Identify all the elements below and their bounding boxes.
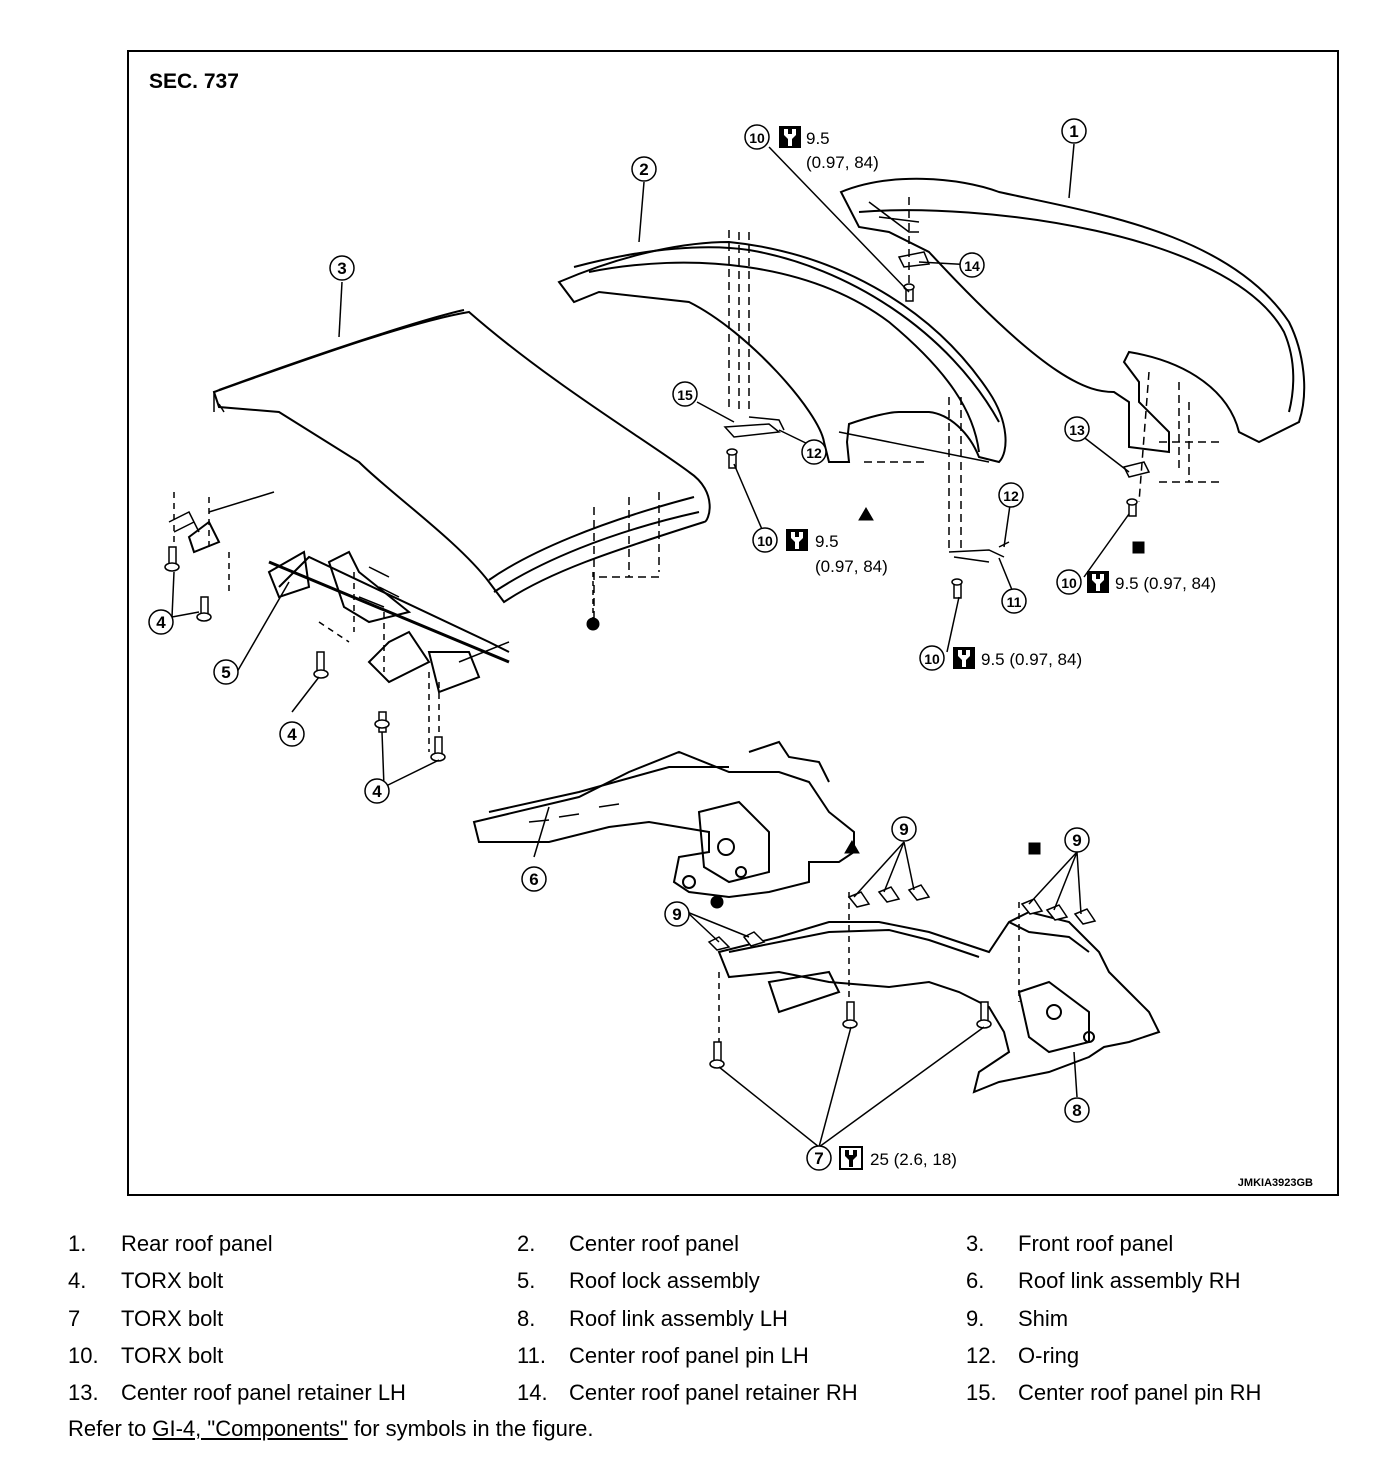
- callout-5: 5: [213, 659, 239, 685]
- torque-wrench-icon: [953, 647, 975, 669]
- diagram-canvas: SEC. 737 JMKIA3923GB: [148, 70, 1313, 1189]
- svg-text:4: 4: [372, 782, 382, 801]
- callouts: 1 2 3 4 4 4 5 6 7 8 9 9 9 10 10 10 10 11…: [148, 118, 1090, 1171]
- exploded-diagram: SEC. 737 JMKIA3923GB: [127, 50, 1339, 1196]
- square-marker-1: [1132, 541, 1145, 554]
- torque-1-line2: (0.97, 84): [806, 153, 879, 172]
- svg-text:13: 13: [1069, 422, 1085, 438]
- svg-text:10: 10: [1061, 575, 1077, 591]
- callout-4c: 4: [364, 778, 390, 804]
- torque-1-line1: 9.5: [806, 129, 830, 148]
- svg-text:8: 8: [1072, 1101, 1081, 1120]
- torx-bolts-10: [726, 283, 1138, 599]
- components-link[interactable]: GI-4, "Components": [152, 1416, 348, 1441]
- svg-text:12: 12: [1003, 488, 1019, 504]
- center-roof-panel: [557, 240, 1007, 464]
- roof-lock-assembly: [168, 491, 510, 694]
- callout-2: 2: [631, 156, 657, 182]
- refer-note: Refer to GI-4, "Components" for symbols …: [68, 1416, 594, 1442]
- svg-text:4: 4: [156, 613, 166, 632]
- callout-6: 6: [521, 866, 547, 892]
- svg-text:2: 2: [639, 160, 648, 179]
- refer-suffix: for symbols in the figure.: [347, 1416, 594, 1441]
- svg-text:10: 10: [749, 130, 765, 146]
- svg-text:9: 9: [899, 820, 908, 839]
- torque-wrench-icon: [779, 126, 801, 148]
- svg-text:14: 14: [964, 258, 980, 274]
- callout-1: 1: [1061, 118, 1087, 144]
- svg-text:10: 10: [924, 651, 940, 667]
- callout-12a: 12: [801, 439, 827, 465]
- torque-wrench-icon: [839, 1146, 863, 1170]
- callout-8: 8: [1064, 1097, 1090, 1123]
- torque-specs: 9.5 (0.97, 84) 9.5 (0.97, 84) 9.5 (0.97,…: [779, 126, 1216, 1170]
- rear-roof-panel: [839, 177, 1306, 454]
- callout-10c: 10: [919, 645, 945, 671]
- symbol-markers: [586, 507, 1145, 909]
- svg-text:9: 9: [1072, 831, 1081, 850]
- svg-text:7: 7: [814, 1149, 823, 1168]
- torque-2-line1: 9.5: [815, 532, 839, 551]
- callout-4a: 4: [148, 609, 174, 635]
- figure-code: JMKIA3923GB: [1238, 1177, 1313, 1189]
- refer-prefix: Refer to: [68, 1416, 153, 1441]
- svg-text:15: 15: [677, 387, 693, 403]
- roof-link-assembly-rh: [472, 740, 855, 899]
- callout-12b: 12: [998, 482, 1024, 508]
- front-roof-panel: [212, 309, 711, 604]
- torque-4: 9.5 (0.97, 84): [1115, 574, 1216, 593]
- svg-text:4: 4: [287, 725, 297, 744]
- dot-marker-1: [586, 617, 600, 631]
- square-marker-2: [1028, 842, 1041, 855]
- svg-text:10: 10: [757, 533, 773, 549]
- callout-10d: 10: [1056, 569, 1082, 595]
- callout-9c: 9: [1064, 827, 1090, 853]
- torque-3: 9.5 (0.97, 84): [981, 650, 1082, 669]
- torx-bolts-7: [709, 1001, 992, 1069]
- section-label: SEC. 737: [149, 70, 239, 93]
- alignment-dashed-lines: [593, 197, 1219, 622]
- lock-dashed-lines: [173, 492, 440, 752]
- torx-bolts-4: [164, 546, 446, 762]
- svg-text:12: 12: [806, 445, 822, 461]
- svg-text:9: 9: [672, 905, 681, 924]
- callout-9b: 9: [891, 816, 917, 842]
- triangle-marker-2: [844, 840, 860, 854]
- pins-and-retainers: [723, 251, 1151, 563]
- torque-wrench-icon: [1087, 571, 1109, 593]
- dot-marker-2: [710, 895, 724, 909]
- svg-text:3: 3: [337, 259, 346, 278]
- callout-3: 3: [329, 255, 355, 281]
- torque-2-line2: (0.97, 84): [815, 557, 888, 576]
- callout-11: 11: [1001, 588, 1027, 614]
- callout-4b: 4: [279, 721, 305, 747]
- callout-13: 13: [1064, 416, 1090, 442]
- link-dashed-lines: [718, 892, 1020, 1052]
- svg-text:1: 1: [1069, 122, 1078, 141]
- callout-14: 14: [959, 252, 985, 278]
- callout-10a: 10: [744, 124, 770, 150]
- callout-7: 7: [806, 1145, 832, 1171]
- callout-10b: 10: [752, 527, 778, 553]
- torque-wrench-icon: [786, 529, 808, 551]
- callout-9a: 9: [664, 901, 690, 927]
- callout-15: 15: [672, 381, 698, 407]
- leader-lines: [171, 143, 1130, 1148]
- triangle-marker-1: [858, 507, 874, 521]
- svg-text:5: 5: [221, 663, 230, 682]
- svg-text:6: 6: [529, 870, 538, 889]
- svg-text:11: 11: [1007, 594, 1022, 610]
- roof-link-assembly-lh: [717, 910, 1161, 1094]
- torque-5: 25 (2.6, 18): [870, 1150, 957, 1169]
